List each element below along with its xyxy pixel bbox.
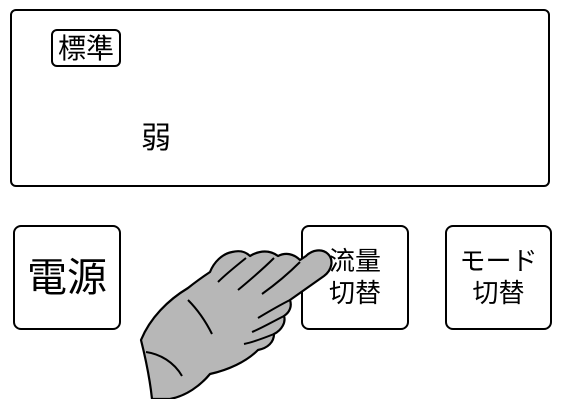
flow-switch-button[interactable]: 流量 切替 <box>301 225 409 330</box>
mode-switch-label-line1: モード <box>459 246 538 277</box>
status-display <box>10 9 550 187</box>
mode-switch-button[interactable]: モード 切替 <box>445 225 552 330</box>
flow-level-indicator: 弱 <box>141 121 171 156</box>
mode-switch-label-line2: 切替 <box>472 278 525 309</box>
power-button[interactable]: 電源 <box>13 225 121 330</box>
flow-switch-label-line2: 切替 <box>328 278 381 309</box>
flow-switch-label-line1: 流量 <box>328 246 381 277</box>
mode-indicator: 標準 <box>51 29 122 67</box>
power-button-label: 電源 <box>27 254 107 301</box>
